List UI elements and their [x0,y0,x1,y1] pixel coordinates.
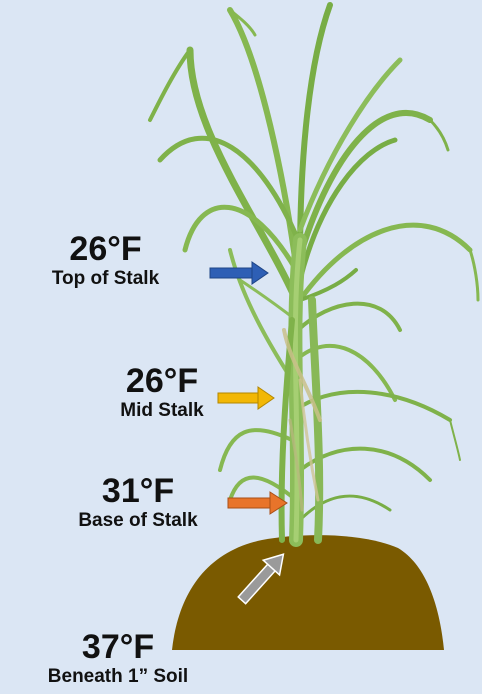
leaf [300,496,390,520]
leaf [430,120,448,150]
label-soil: 37°F Beneath 1” Soil [18,628,218,688]
leaf [150,50,190,120]
arrow-base [228,492,287,514]
leaf [470,250,478,300]
base-temperature: 31°F [48,472,228,510]
soil-temperature: 37°F [18,628,218,666]
top-location: Top of Stalk [18,268,193,290]
mid-location: Mid Stalk [88,400,236,422]
label-top: 26°F Top of Stalk [18,230,193,290]
leaf [450,420,460,460]
base-location: Base of Stalk [48,510,228,532]
top-temperature: 26°F [18,230,193,268]
label-base: 31°F Base of Stalk [48,472,228,532]
leaves [150,5,478,520]
soil-location: Beneath 1” Soil [18,666,218,688]
mid-temperature: 26°F [88,362,236,400]
leaf [230,478,296,501]
label-mid: 26°F Mid Stalk [88,362,236,422]
